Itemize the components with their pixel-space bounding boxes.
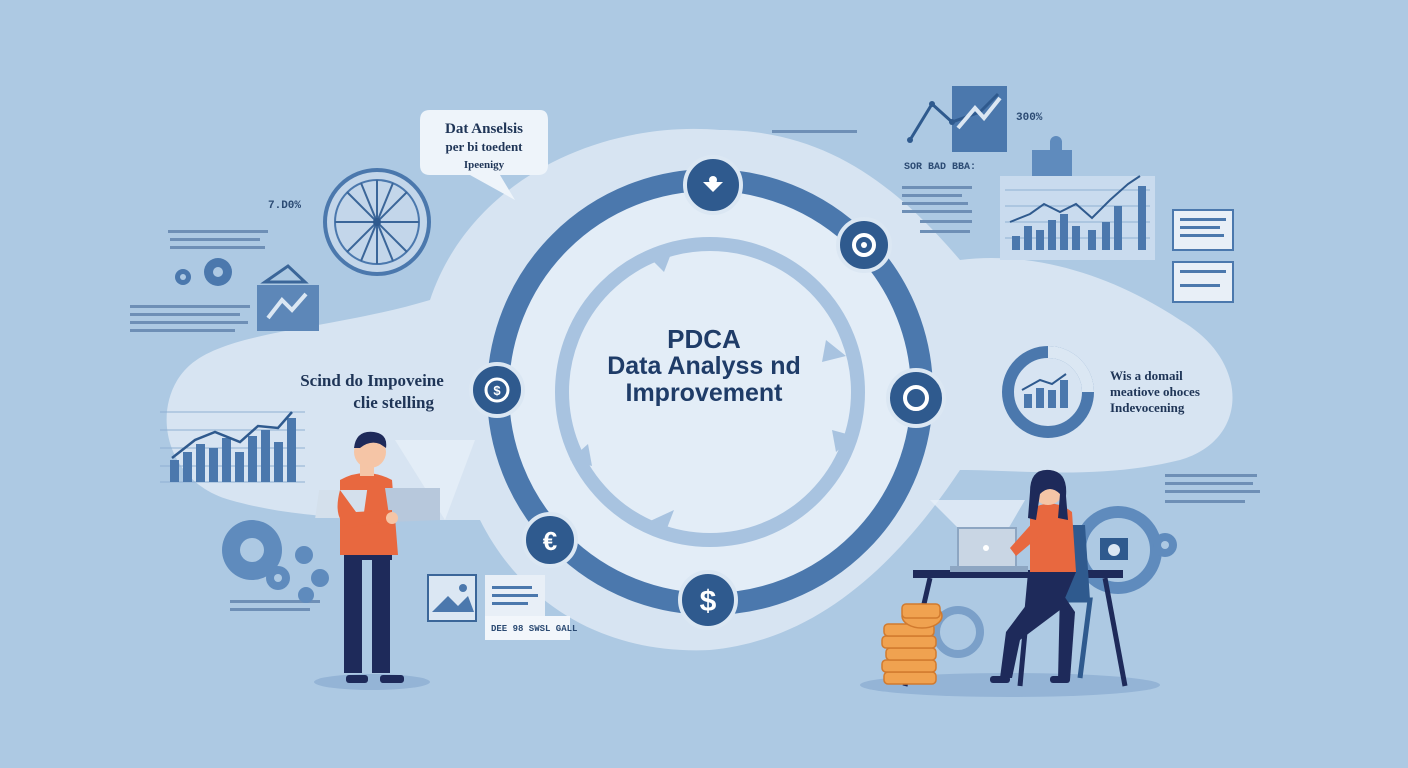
center-title-line-2: Data Analyss nd bbox=[607, 352, 801, 381]
bottom-dollar-icon: $ bbox=[678, 570, 738, 630]
right-note-text: Wis a domail meatiove ohoces Indevocenin… bbox=[1110, 368, 1220, 416]
puzzle-piece-icon bbox=[1032, 136, 1072, 180]
speech-bubble-top bbox=[420, 110, 548, 200]
folder-chart-icon bbox=[257, 264, 319, 331]
right-note-line-2: meatiove ohoces bbox=[1110, 384, 1200, 399]
inner-arrow-bottom bbox=[648, 510, 674, 536]
left-percent-stat: 7.D0% bbox=[268, 200, 302, 212]
lower-left-euro-icon: € bbox=[522, 512, 578, 568]
left-note-line-2: clie stelling bbox=[353, 393, 434, 412]
small-gears-left-icon bbox=[175, 258, 232, 286]
right-note-line-1: Wis a domail bbox=[1110, 368, 1183, 383]
gears-right-icon bbox=[932, 506, 1177, 658]
top-bubble-line-3: Ipeenigy bbox=[463, 159, 505, 171]
left-text-lines bbox=[130, 230, 320, 611]
right-bar-chart bbox=[1000, 175, 1155, 260]
inner-arrow-left bbox=[570, 444, 592, 466]
left-bar-chart bbox=[160, 411, 305, 483]
center-title-line-3: Improvement bbox=[625, 378, 783, 407]
center-title-line-1: PDCA bbox=[667, 324, 741, 354]
image-card-icon bbox=[427, 574, 477, 622]
large-gears-left-icon bbox=[222, 520, 329, 603]
right-ring-icon bbox=[886, 368, 946, 428]
upper-right-gear-icon bbox=[836, 217, 892, 273]
cycle-center-title: PDCA Data Analyss nd Improvement bbox=[554, 324, 854, 407]
svg-text:€: € bbox=[543, 526, 557, 556]
inner-arrow-top bbox=[648, 246, 674, 272]
left-note-text: Scind do Impoveine clie stelling bbox=[282, 370, 462, 414]
inner-arrow-lower-right bbox=[832, 430, 854, 452]
right-note-line-3: Indevocening bbox=[1110, 400, 1185, 415]
right-chart-caption: SOR BAD BBA: bbox=[904, 162, 977, 173]
donut-chart-icon bbox=[1002, 346, 1094, 438]
top-bubble-line-2: per bi toedent bbox=[445, 139, 523, 154]
right-text-lines bbox=[772, 130, 1260, 503]
top-steering-icon bbox=[683, 155, 743, 215]
trend-up-icon bbox=[907, 86, 1007, 152]
man-shadow bbox=[314, 674, 430, 690]
top-bubble-line-1: Dat Anselsis bbox=[445, 121, 523, 137]
svg-text:$: $ bbox=[700, 585, 717, 618]
webpage-panel-icon bbox=[1172, 209, 1234, 303]
coin-stack-icon bbox=[881, 603, 943, 685]
svg-text:$: $ bbox=[493, 383, 501, 398]
woman-at-desk bbox=[902, 469, 1128, 687]
inner-arrow-right bbox=[822, 340, 846, 362]
right-percent-stat: 300% bbox=[1016, 112, 1043, 124]
document-caption: DEE 98 SWSL GALL bbox=[491, 624, 578, 634]
left-refresh-dollar-icon: $ bbox=[469, 362, 525, 418]
top-bubble-text: Dat Anselsis per bi toedent Ipeenigy bbox=[424, 120, 544, 174]
document-card-icon bbox=[485, 575, 570, 640]
left-note-line-1: Scind do Impoveine bbox=[300, 371, 444, 390]
man-with-laptop bbox=[315, 431, 475, 683]
radial-wheel-icon bbox=[323, 168, 431, 276]
